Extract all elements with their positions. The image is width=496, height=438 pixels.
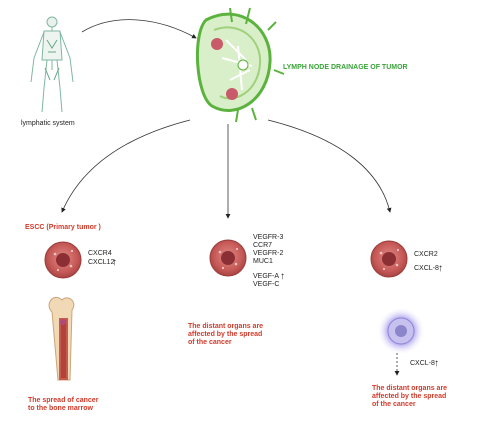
middle-marker-1: VEGFR-3 bbox=[253, 234, 284, 241]
middle-marker-6: VEGF-C bbox=[253, 281, 280, 288]
middle-marker-2: CCR7 bbox=[253, 242, 273, 249]
tumor-cell-left-icon bbox=[44, 241, 82, 279]
right-marker-1: CXCR2 bbox=[414, 251, 438, 258]
left-marker-2: CXCL12 bbox=[88, 259, 115, 266]
left-caption-line-2: to the bone marrow bbox=[28, 405, 93, 412]
right-secondary-marker: CXCL-8 bbox=[410, 360, 435, 367]
immune-cell-icon bbox=[377, 307, 425, 355]
arrow-figure-to-node bbox=[81, 19, 197, 39]
bone-icon bbox=[48, 296, 75, 381]
middle-marker-4: MUC1 bbox=[253, 258, 273, 265]
lymphatic-system-label: lymphatic system bbox=[21, 120, 75, 127]
arrow-node-to-left bbox=[61, 119, 191, 213]
diagram-title: LYMPH NODE DRAINAGE OF TUMOR bbox=[283, 64, 408, 71]
left-heading: ESCC (Primary tumor ) bbox=[25, 224, 101, 231]
left-caption-line-1: The spread of cancer bbox=[28, 397, 99, 404]
middle-marker-5: VEGF-A bbox=[253, 273, 280, 280]
middle-marker-3: VEGFR-2 bbox=[253, 250, 284, 257]
tumor-cell-right-icon bbox=[370, 240, 408, 278]
up-arrow-icon: ↑ bbox=[438, 263, 443, 274]
right-caption-line-1: The distant organs are bbox=[372, 385, 448, 392]
middle-caption-line-3: of the cancer bbox=[188, 339, 232, 346]
right-caption-line-2: affected by the spread bbox=[372, 393, 447, 400]
up-arrow-icon: ↑ bbox=[112, 257, 117, 268]
arrow-node-to-right bbox=[267, 119, 392, 213]
left-marker-1: CXCR4 bbox=[88, 250, 112, 257]
up-arrow-icon: ↑ bbox=[434, 358, 439, 369]
up-arrow-icon: ↑ bbox=[280, 271, 285, 282]
middle-caption-line-1: The distant organs are bbox=[188, 323, 264, 330]
lymph-node-icon bbox=[196, 7, 285, 123]
tumor-cell-middle-icon bbox=[209, 239, 247, 277]
human-figure-icon bbox=[30, 16, 74, 113]
right-caption-line-3: of the cancer bbox=[372, 401, 416, 408]
middle-caption-line-2: affected by the spread bbox=[188, 331, 263, 338]
right-marker-2: CXCL-8 bbox=[414, 265, 439, 272]
